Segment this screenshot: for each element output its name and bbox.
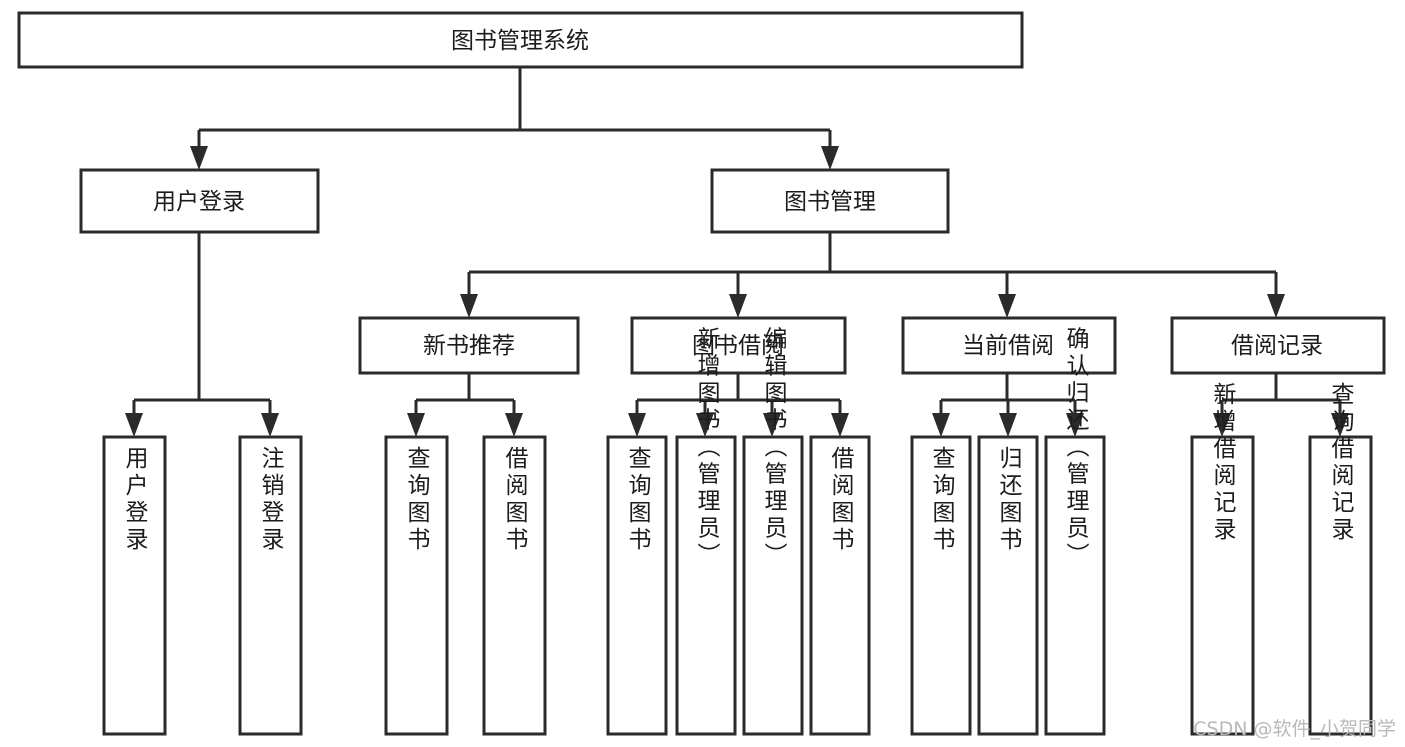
connector-group-new-book-recommend xyxy=(407,373,523,437)
node-leaf-query-book-3-box[interactable] xyxy=(910,435,972,736)
arrow-head-book-borrow xyxy=(729,294,747,318)
node-leaf-user-logout[interactable]: 注销登录 xyxy=(238,435,303,736)
node-leaf-query-book-2[interactable]: 查询图书 xyxy=(606,435,668,736)
arrow-head-leaf-query-book-3 xyxy=(932,413,950,437)
node-leaf-user-logout-box[interactable] xyxy=(238,435,303,736)
arrow-head-leaf-return-book xyxy=(999,413,1017,437)
node-book-management-label: 图书管理 xyxy=(784,189,876,215)
node-leaf-return-book[interactable]: 归还图书 xyxy=(977,435,1039,736)
connector-group-current-borrow xyxy=(932,373,1084,437)
node-leaf-user-logout-label: 注销登录 xyxy=(257,446,285,554)
node-leaf-borrow-book-2-label: 借阅图书 xyxy=(827,446,855,554)
arrow-head-leaf-query-record xyxy=(1331,413,1349,437)
node-current-borrow-label: 当前借阅 xyxy=(962,333,1054,359)
node-leaf-borrow-book-1-label: 借阅图书 xyxy=(501,446,529,554)
node-current-borrow[interactable]: 当前借阅 xyxy=(901,316,1117,375)
node-new-book-recommend[interactable]: 新书推荐 xyxy=(358,316,580,375)
node-new-book-recommend-label: 新书推荐 xyxy=(423,333,515,359)
node-book-management[interactable]: 图书管理 xyxy=(710,168,950,234)
node-leaf-query-book-2-label: 查询图书 xyxy=(624,446,652,554)
node-book-borrow[interactable]: 图书借阅 xyxy=(630,316,847,375)
arrow-head-leaf-add-record xyxy=(1213,413,1231,437)
node-user-login-box[interactable] xyxy=(79,168,320,234)
connector-group-root xyxy=(190,67,839,170)
node-borrow-record-box[interactable] xyxy=(1170,316,1386,375)
arrow-head-current-borrow xyxy=(998,294,1016,318)
node-leaf-query-book-1-label: 查询图书 xyxy=(403,446,431,554)
node-leaf-query-record-box[interactable] xyxy=(1308,435,1373,736)
node-leaf-add-book-label: 新增图书（管理员） xyxy=(693,327,721,570)
node-leaf-add-record-label: 新增借阅记录 xyxy=(1209,382,1237,544)
arrow-head-leaf-borrow-book-2 xyxy=(831,413,849,437)
arrow-head-leaf-add-book xyxy=(696,413,714,437)
node-user-login[interactable]: 用户登录 xyxy=(79,168,320,234)
node-leaf-query-record[interactable]: 查询借阅记录 xyxy=(1308,382,1373,736)
node-leaf-query-book-3-label: 查询图书 xyxy=(928,446,956,554)
node-leaf-edit-book-box[interactable] xyxy=(742,435,804,736)
arrow-head-new-book-recommend xyxy=(460,294,478,318)
connector-group-book-management xyxy=(460,232,1285,318)
node-book-borrow-label: 图书借阅 xyxy=(692,333,784,359)
arrow-head-leaf-user-logout xyxy=(261,413,279,437)
node-leaf-user-login-label: 用户登录 xyxy=(121,446,149,554)
arrow-head-leaf-query-book-1 xyxy=(407,413,425,437)
arrow-head-borrow-record xyxy=(1267,294,1285,318)
node-leaf-return-book-box[interactable] xyxy=(977,435,1039,736)
node-book-management-box[interactable] xyxy=(710,168,950,234)
node-root[interactable]: 图书管理系统 xyxy=(17,11,1024,69)
node-leaf-borrow-book-1[interactable]: 借阅图书 xyxy=(482,435,547,736)
node-leaf-edit-book[interactable]: 编辑图书（管理员） xyxy=(742,327,804,736)
node-leaf-borrow-book-2-box[interactable] xyxy=(809,435,871,736)
node-leaf-user-login-box[interactable] xyxy=(102,435,167,736)
node-user-login-label: 用户登录 xyxy=(153,189,245,215)
connector-group-borrow-record xyxy=(1213,373,1349,437)
node-leaf-edit-book-label: 编辑图书（管理员） xyxy=(760,327,788,570)
node-leaf-user-login[interactable]: 用户登录 xyxy=(102,435,167,736)
node-leaf-query-record-label: 查询借阅记录 xyxy=(1327,382,1355,544)
watermark: CSDN @软件_小贺同学 xyxy=(1193,718,1396,740)
arrow-head-leaf-borrow-book-1 xyxy=(505,413,523,437)
node-leaf-return-book-label: 归还图书 xyxy=(995,446,1023,554)
node-book-borrow-box[interactable] xyxy=(630,316,847,375)
node-root-box[interactable] xyxy=(17,11,1024,69)
node-leaf-query-book-3[interactable]: 查询图书 xyxy=(910,435,972,736)
arrow-head-leaf-confirm-return xyxy=(1066,413,1084,437)
node-leaf-add-record[interactable]: 新增借阅记录 xyxy=(1190,382,1255,736)
node-new-book-recommend-box[interactable] xyxy=(358,316,580,375)
node-leaf-confirm-return-box[interactable] xyxy=(1044,435,1106,736)
node-leaf-confirm-return[interactable]: 确认归还（管理员） xyxy=(1044,327,1106,736)
arrow-head-user-login xyxy=(190,146,208,170)
node-leaf-query-book-2-box[interactable] xyxy=(606,435,668,736)
arrow-head-book-management xyxy=(821,146,839,170)
node-leaf-confirm-return-label: 确认归还（管理员） xyxy=(1062,327,1090,570)
node-borrow-record-label: 借阅记录 xyxy=(1231,333,1323,359)
node-leaf-add-record-box[interactable] xyxy=(1190,435,1255,736)
connector-group-user-login xyxy=(125,232,279,437)
connector-group-book-borrow xyxy=(628,373,849,437)
node-leaf-add-book[interactable]: 新增图书（管理员） xyxy=(675,327,737,736)
node-current-borrow-box[interactable] xyxy=(901,316,1117,375)
node-leaf-borrow-book-2[interactable]: 借阅图书 xyxy=(809,435,871,736)
arrow-head-leaf-edit-book xyxy=(763,413,781,437)
node-root-label: 图书管理系统 xyxy=(451,28,589,54)
node-leaf-query-book-1[interactable]: 查询图书 xyxy=(384,435,449,736)
node-borrow-record[interactable]: 借阅记录 xyxy=(1170,316,1386,375)
node-leaf-query-book-1-box[interactable] xyxy=(384,435,449,736)
arrow-head-leaf-query-book-2 xyxy=(628,413,646,437)
node-leaf-add-book-box[interactable] xyxy=(675,435,737,736)
arrow-head-leaf-user-login xyxy=(125,413,143,437)
node-leaf-borrow-book-1-box[interactable] xyxy=(482,435,547,736)
